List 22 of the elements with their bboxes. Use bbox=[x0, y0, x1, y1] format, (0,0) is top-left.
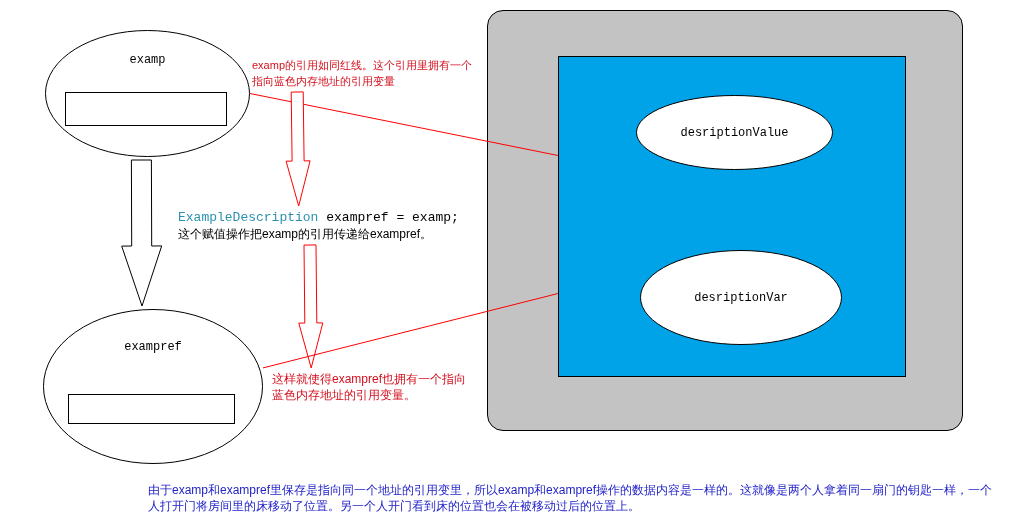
block-arrow bbox=[285, 91, 311, 207]
code-statement: ExampleDescription exampref = examp; bbox=[178, 209, 459, 226]
block-arrow bbox=[298, 244, 324, 369]
object-ellipse bbox=[45, 30, 250, 157]
field-label: desriptionValue bbox=[680, 124, 789, 141]
caption-text: 由于examp和exampref里保存是指向同一个地址的引用变里，所以examp和exampref操作的数据内容是一样的。这就像是两个人拿着同一扇门的钥匙一样，一个人打开门将房间里的床移动了位置。另一个人开门看到床的位置也会在被移动过后的位置上。 bbox=[148, 482, 994, 514]
filled-panel bbox=[558, 56, 906, 377]
connector-line bbox=[249, 93, 559, 156]
annotation-text: examp的引用如同红线。这个引用里拥有一个指向蓝色内存地址的引用变量 bbox=[252, 58, 474, 89]
field-ellipse bbox=[636, 95, 833, 170]
block-arrow bbox=[121, 159, 163, 307]
field-ellipse bbox=[640, 250, 842, 345]
connector-line bbox=[262, 293, 559, 369]
object-label: exampref bbox=[124, 339, 182, 355]
slot-box bbox=[65, 92, 227, 126]
slot-box bbox=[68, 394, 235, 424]
annotation-text: 这样就使得exampref也拥有一个指向蓝色内存地址的引用变量。 bbox=[272, 371, 468, 403]
field-label: desriptionVar bbox=[694, 289, 788, 306]
object-label: examp bbox=[129, 52, 166, 68]
explanation-text: 这个赋值操作把examp的引用传递给exampref。 bbox=[178, 226, 433, 242]
rounded-panel bbox=[487, 10, 963, 431]
object-ellipse bbox=[43, 309, 263, 464]
